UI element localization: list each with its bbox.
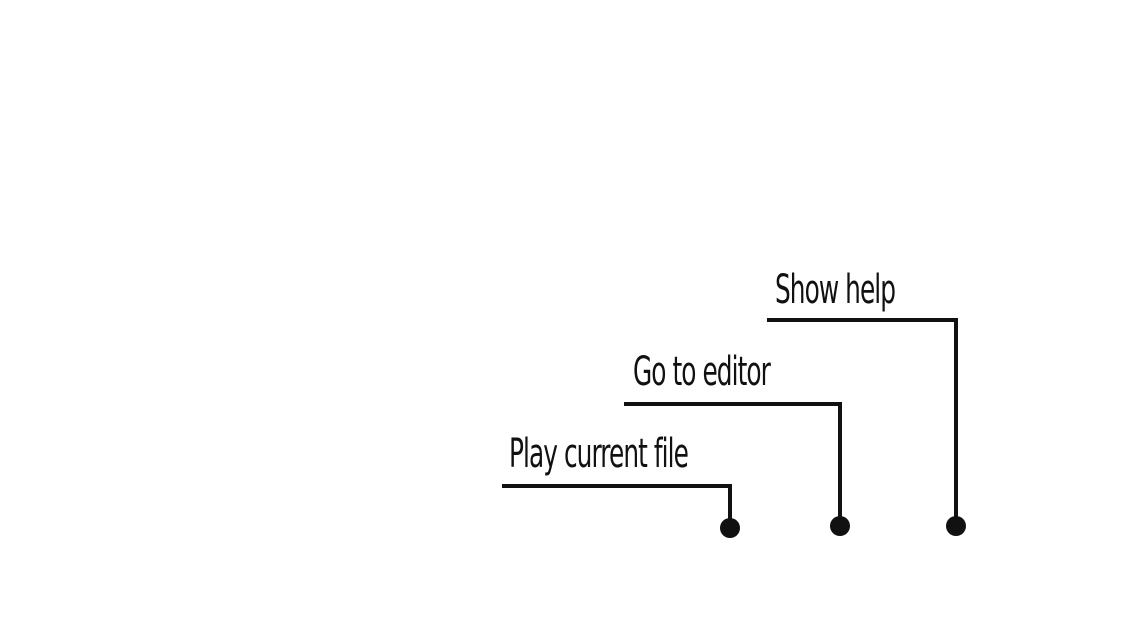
play-anchor-dot[interactable]	[720, 518, 740, 538]
play-current-file-label[interactable]: Play current file	[509, 431, 689, 477]
play-leader-line	[502, 484, 732, 526]
editor-leader-line	[624, 402, 842, 524]
editor-anchor-dot[interactable]	[830, 516, 850, 536]
show-help-label[interactable]: Show help	[775, 267, 896, 313]
help-anchor-dot[interactable]	[946, 516, 966, 536]
go-to-editor-label[interactable]: Go to editor	[633, 349, 771, 395]
editor-callout-leader	[624, 402, 850, 536]
help-callout-leader	[767, 318, 966, 536]
play-callout-leader	[502, 484, 740, 538]
help-leader-line	[767, 318, 958, 524]
